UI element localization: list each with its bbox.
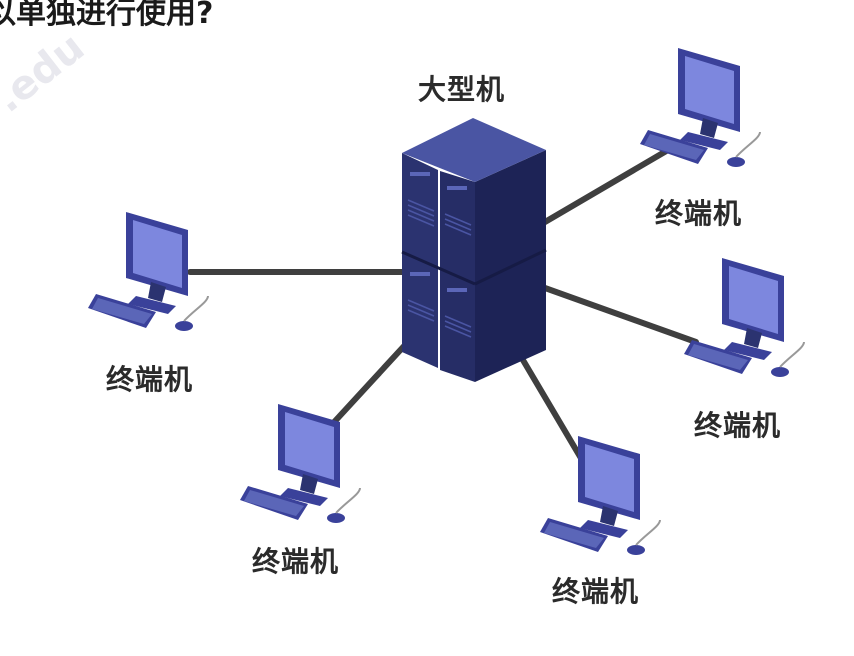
terminal-label-top-right: 终端机 [655,197,743,230]
link-right [542,285,699,345]
terminal-label-bottom-left: 终端机 [252,545,340,578]
links [187,147,699,468]
link-bottom-left [322,342,408,435]
mainframe-server [401,118,547,382]
terminal-right [684,258,805,377]
terminal-left [88,212,209,331]
terminal-bottom-left [240,404,361,523]
terminal-bottom-right [540,436,661,555]
terminal-label-right: 终端机 [694,409,782,442]
terminal-label-left: 终端机 [106,363,194,396]
header-text: 以单独进行使用? [0,0,214,31]
mainframe-label: 大型机 [418,73,506,106]
link-top-right [542,147,671,225]
terminal-label-bottom-right: 终端机 [552,575,640,608]
link-bottom-right [517,352,588,468]
terminal-top-right [640,48,761,167]
